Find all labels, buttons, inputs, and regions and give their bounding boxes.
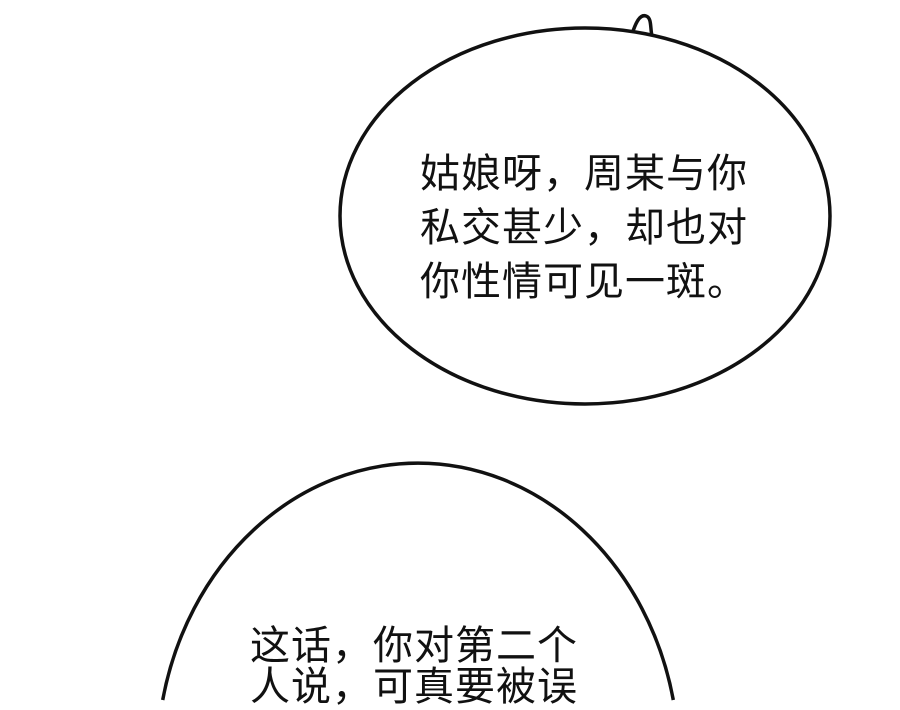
bubble-bottom-line-2: 人说，可真要被误 xyxy=(250,664,578,710)
bubble-top-line-2: 私交甚少，却也对 xyxy=(420,205,748,251)
bubble-top-line-1: 姑娘呀，周某与你 xyxy=(420,151,748,197)
speech-bubble-top xyxy=(338,26,832,406)
speech-bubble-bottom xyxy=(160,461,676,701)
bubble-top-line-3: 你性情可见一斑。 xyxy=(420,259,748,305)
bubble-bottom-line-1: 这话，你对第二个 xyxy=(250,623,578,669)
